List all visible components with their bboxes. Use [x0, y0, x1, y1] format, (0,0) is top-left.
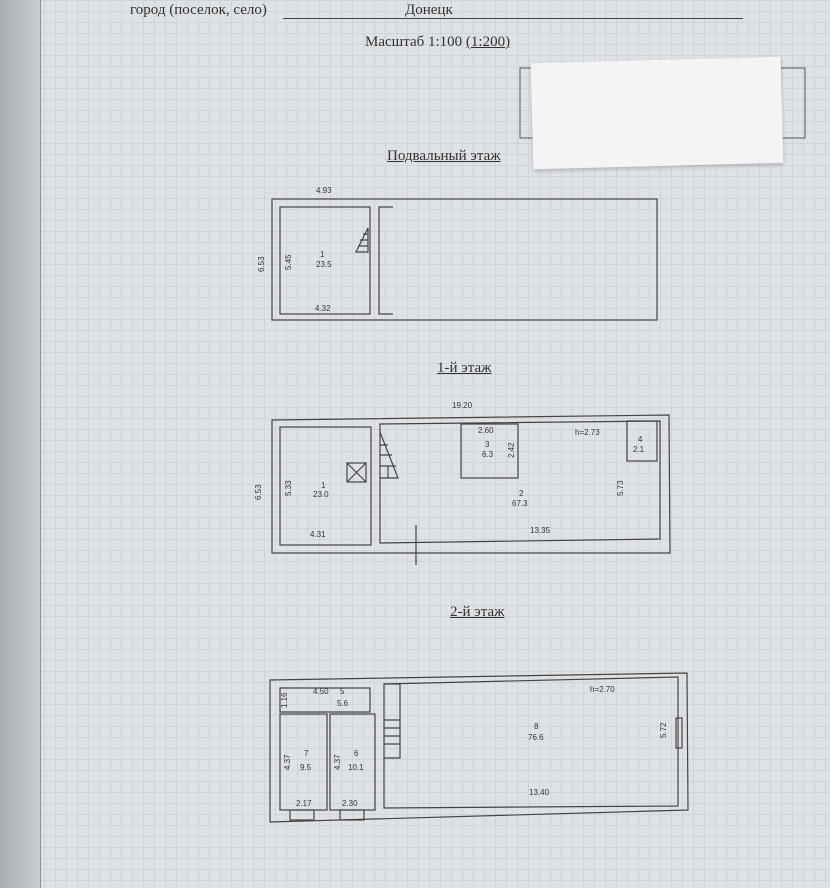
- city-value: Донецк: [405, 2, 453, 18]
- room-area: 5.6: [337, 699, 349, 708]
- dim-label: 2.17: [296, 799, 312, 808]
- floor1-plan: [271, 414, 671, 565]
- room-area: 10.1: [348, 763, 364, 772]
- height-note: h=2.73: [575, 428, 600, 437]
- scale-text: Масштаб 1:100 (1:200): [365, 34, 510, 51]
- room-number: 8: [534, 722, 539, 731]
- dim-label: 4.32: [315, 304, 331, 313]
- floor2-labels: 1.16 4.50 5 5.6 4.37 7 9.5 4.37 6 10.1 2…: [280, 685, 668, 808]
- dim-label: 2.60: [478, 426, 494, 435]
- basement-labels: 4.93 6.53 5.45 1 23.5 4.32: [257, 186, 332, 313]
- floor1-title: 1-й этаж: [437, 360, 492, 376]
- dim-label: 4.93: [316, 186, 332, 195]
- dim-label: 19.20: [452, 401, 473, 410]
- room-area: 2.1: [633, 445, 645, 454]
- room-number: 1: [321, 481, 326, 490]
- room-area: 23.5: [316, 260, 332, 269]
- room-number: 2: [519, 489, 524, 498]
- dim-label: 5.45: [284, 254, 293, 270]
- room-area: 76.6: [528, 733, 544, 742]
- room-area: 6.3: [482, 450, 494, 459]
- room-number: 4: [638, 435, 643, 444]
- dim-label: 4.37: [333, 754, 342, 770]
- room-area: 23.0: [313, 490, 329, 499]
- dim-label: 5.73: [616, 480, 625, 496]
- dim-label: 1.16: [280, 692, 289, 708]
- dim-label: 5.72: [659, 722, 668, 738]
- page-edge: [0, 0, 41, 888]
- scale-alt: (1:200): [465, 34, 511, 50]
- dim-label: 2.30: [342, 799, 358, 808]
- room-number: 3: [485, 440, 490, 449]
- dim-label: 6.53: [257, 256, 266, 272]
- dim-label: 6.53: [254, 484, 263, 500]
- dim-label: 4.31: [310, 530, 326, 539]
- dim-label: 13.35: [530, 526, 551, 535]
- room-number: 7: [304, 749, 309, 758]
- room-number: 1: [320, 250, 325, 259]
- dim-label: 13.40: [529, 788, 550, 797]
- city-label: город (поселок, село): [130, 2, 267, 18]
- dim-label: 4.50: [313, 687, 329, 696]
- city-underline: [283, 18, 743, 19]
- room-area: 67.3: [512, 499, 528, 508]
- redaction-patch: [530, 56, 784, 170]
- basement-plan: [271, 198, 658, 321]
- scale-label: Масштаб 1:100: [365, 34, 463, 50]
- floor1-labels: 19.20 6.53 5.33 1 23.0 4.31 2.60 3 6.3 2…: [254, 401, 645, 539]
- height-note: h=2.70: [590, 685, 615, 694]
- dim-label: 4.37: [283, 754, 292, 770]
- room-area: 9.5: [300, 763, 312, 772]
- dim-label: 5.33: [284, 480, 293, 496]
- floor2-plan: [269, 672, 689, 823]
- dim-label: 2.42: [507, 442, 516, 458]
- room-number: 6: [354, 749, 359, 758]
- room-number: 5: [340, 687, 345, 696]
- floor2-title: 2-й этаж: [450, 604, 505, 620]
- basement-title: Подвальный этаж: [387, 148, 501, 164]
